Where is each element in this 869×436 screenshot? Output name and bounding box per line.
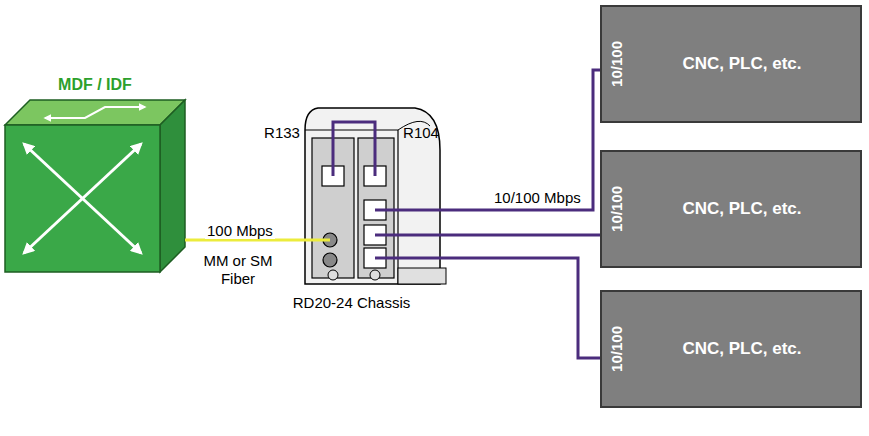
- ethernet-cable: [398, 70, 600, 210]
- part-label: R104: [401, 124, 441, 142]
- chassis-node: RD20-24 Chassis: [305, 128, 398, 284]
- patch-cable: [333, 122, 398, 258]
- device-box: 10/100 CNC, PLC, etc.: [600, 5, 862, 123]
- link-speed: 100 Mbps: [205, 222, 275, 239]
- port-speed: 10/100: [608, 326, 625, 372]
- part-label: R133: [260, 124, 304, 142]
- ethernet-cable: [398, 234, 600, 237]
- fiber-stub: [305, 239, 330, 242]
- device-label: CNC, PLC, etc.: [682, 339, 801, 359]
- node-heading: RD20-24 Chassis: [291, 294, 412, 312]
- device-label: CNC, PLC, etc.: [682, 199, 801, 219]
- ethernet-cable: [398, 258, 600, 358]
- device-box: 10/100 CNC, PLC, etc.: [600, 150, 862, 268]
- device-box: 10/100 CNC, PLC, etc.: [600, 290, 862, 408]
- device-label: CNC, PLC, etc.: [682, 54, 801, 74]
- port-speed: 10/100: [608, 186, 625, 232]
- node-heading: MDF / IDF: [5, 76, 185, 94]
- port-speed: 10/100: [608, 41, 625, 87]
- link-speed: 10/100 Mbps: [492, 189, 583, 206]
- switch-cube: [5, 100, 185, 272]
- switch-node: MDF / IDF: [5, 100, 185, 272]
- part-label: MM or SM Fiber: [196, 252, 280, 288]
